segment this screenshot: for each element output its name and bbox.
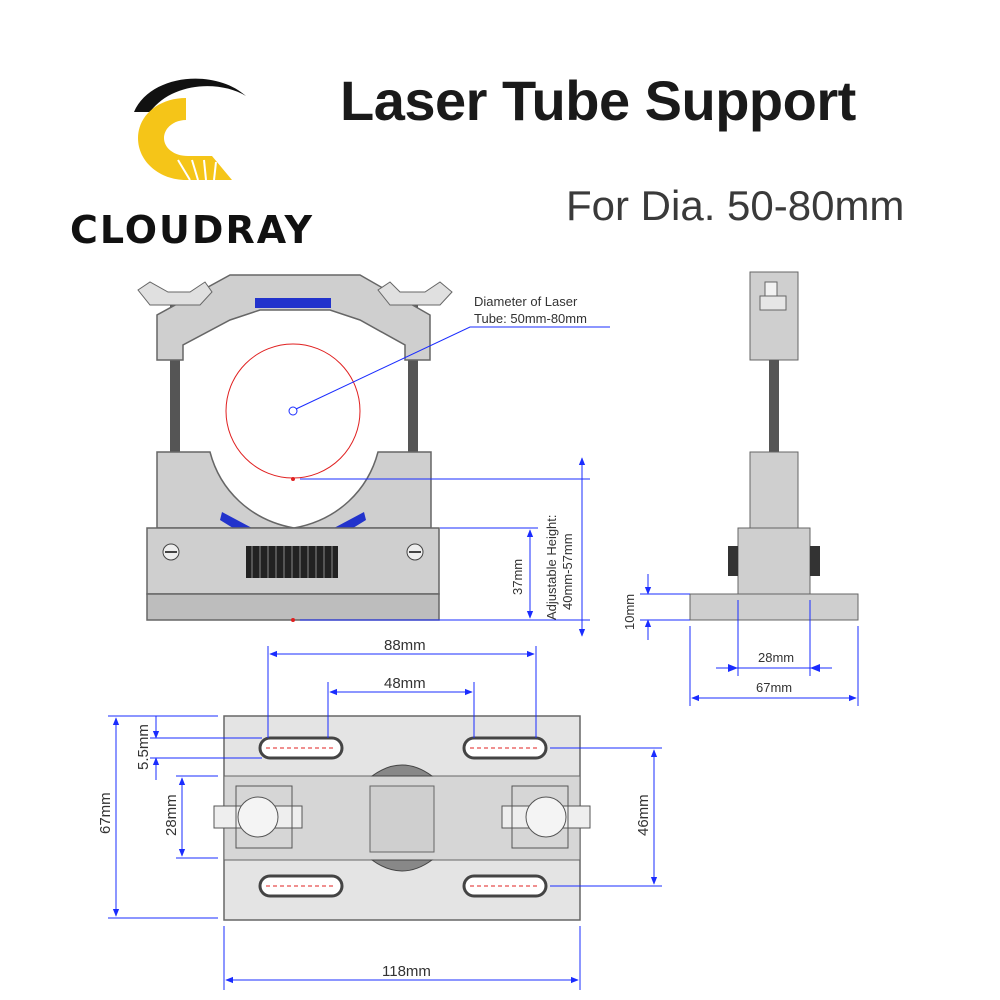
page-title: Laser Tube Support xyxy=(340,69,856,132)
front-tube-circle xyxy=(225,343,361,479)
dim-10mm-label: 10mm xyxy=(622,594,637,630)
dim-28mm-side-label: 28mm xyxy=(758,650,794,665)
adjustable-label-2: 40mm-57mm xyxy=(560,533,575,610)
side-rod xyxy=(769,360,779,452)
diameter-label-2: Tube: 50mm-80mm xyxy=(474,311,587,326)
front-rod-right xyxy=(408,300,418,460)
top-wingnut-left xyxy=(213,785,303,849)
page-subtitle: For Dia. 50-80mm xyxy=(566,182,905,229)
adjustable-label-1: Adjustable Height: xyxy=(544,514,559,620)
logo-yellow-c xyxy=(138,98,232,180)
front-wingnut-left xyxy=(137,281,213,306)
top-view: 88mm 48mm 67mm 5.5mm 28mm xyxy=(97,637,662,990)
side-foot xyxy=(689,593,859,621)
front-lower-body xyxy=(156,451,432,529)
dim-5.5mm-label: 5.5mm xyxy=(135,724,152,770)
side-body xyxy=(737,527,811,595)
diameter-leader xyxy=(295,326,610,410)
side-column xyxy=(749,451,799,529)
brand-name: Cloudray xyxy=(70,208,314,252)
side-view: 10mm 28mm 67mm xyxy=(622,271,859,706)
diameter-label-1: Diameter of Laser xyxy=(474,294,578,309)
front-tube-center xyxy=(288,406,298,416)
front-wingnut-right xyxy=(377,281,453,306)
front-rod-left xyxy=(170,300,180,460)
dim-67mm-side-label: 67mm xyxy=(756,680,792,695)
front-view: Diameter of Laser Tube: 50mm-80mm 37mm A… xyxy=(137,274,610,637)
front-knurled-knob xyxy=(246,546,338,578)
dim-37mm-label: 37mm xyxy=(510,559,525,595)
dim-67mm-top-label: 67mm xyxy=(97,792,114,834)
front-base-foot xyxy=(146,593,440,621)
logo-sun-rays xyxy=(177,159,217,181)
front-top-pad xyxy=(255,298,331,308)
dim-48mm-label: 48mm xyxy=(384,675,426,692)
cloudray-logo-icon xyxy=(134,78,246,181)
dim-118mm-label: 118mm xyxy=(382,963,431,980)
top-wingnut-right xyxy=(501,785,591,849)
dim-88mm-label: 88mm xyxy=(384,637,426,654)
dim-28mm-top-label: 28mm xyxy=(163,794,180,836)
logo-black-arc xyxy=(134,78,246,112)
dim-46mm-label: 46mm xyxy=(635,794,652,836)
